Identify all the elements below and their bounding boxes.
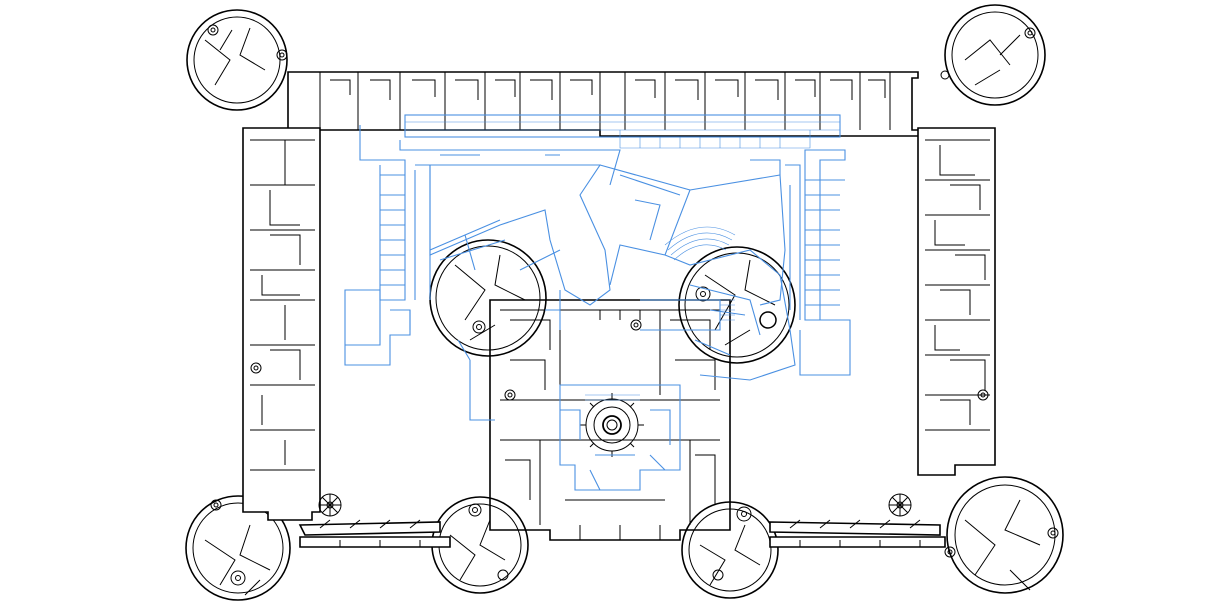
west-range xyxy=(242,127,321,521)
north-range xyxy=(287,71,931,137)
new-plan-overlay-layer xyxy=(344,114,851,491)
central-building xyxy=(489,299,731,541)
tower-inner-east xyxy=(678,246,796,364)
tower-southwest xyxy=(185,495,291,601)
east-range xyxy=(917,127,996,476)
spiral-stair-southwest xyxy=(318,493,342,517)
blue-north-wing xyxy=(359,114,841,186)
blue-central-south xyxy=(559,384,681,491)
blue-auditorium xyxy=(664,226,761,356)
tower-northeast xyxy=(940,4,1046,106)
historic-plan-layer xyxy=(185,4,1064,601)
tower-northwest xyxy=(186,9,288,111)
central-rotunda xyxy=(580,393,644,457)
blue-west-wing xyxy=(344,159,431,366)
south-curtain-walls xyxy=(298,519,946,548)
blue-east-wing xyxy=(750,149,851,376)
spiral-stair-southeast xyxy=(888,493,912,517)
tower-south-left xyxy=(431,496,529,594)
tower-southeast xyxy=(944,476,1064,594)
blue-angled-center xyxy=(429,164,796,421)
